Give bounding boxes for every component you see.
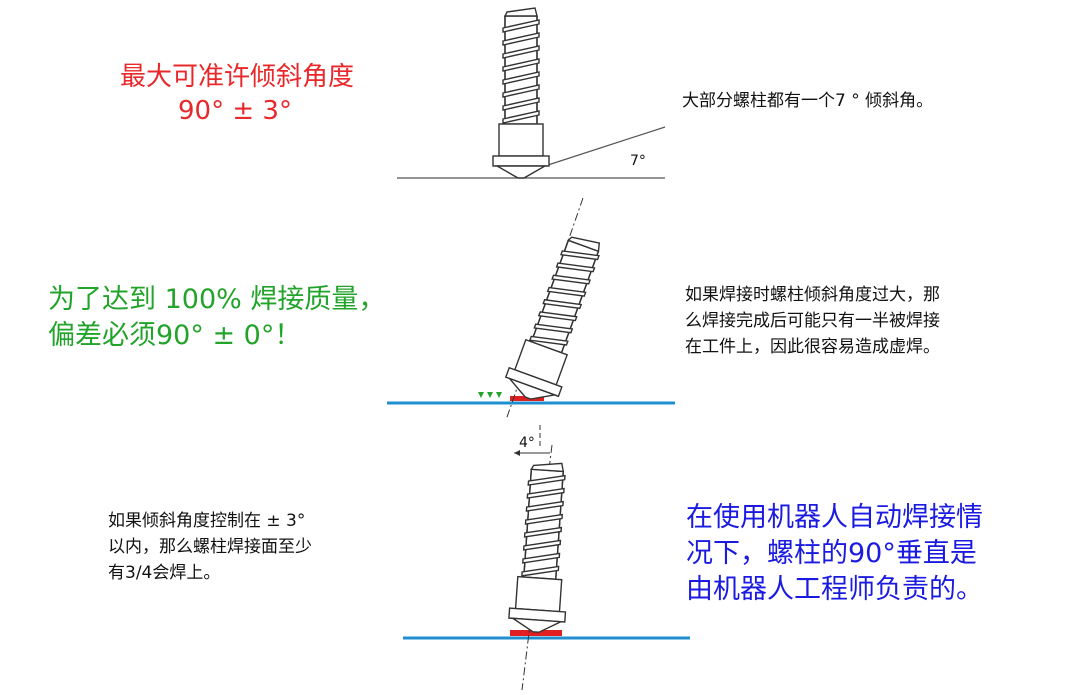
tolerance-note-line3: 有3/4会焊上。 <box>108 563 221 583</box>
quality-requirement-line2: 偏差必须90° ± 0°！ <box>48 320 302 351</box>
excess-tilt-note-line3: 在工件上，因此很容易造成虚焊。 <box>685 337 940 357</box>
stud-tilt-note: 大部分螺柱都有一个7 ° 倾斜角。 <box>682 91 934 111</box>
robot-responsibility-line1: 在使用机器人自动焊接情 <box>686 502 983 533</box>
robot-responsibility-title: 在使用机器人自动焊接情 况下，螺柱的90°垂直是 由机器人工程师负责的。 <box>686 500 1046 608</box>
gap-arrows <box>478 392 502 398</box>
max-tilt-title: 最大可准许倾斜角度 90° ± 3° <box>120 60 400 128</box>
robot-responsibility-line3: 由机器人工程师负责的。 <box>686 574 983 605</box>
stud-upright <box>492 7 550 179</box>
quality-requirement-line1: 为了达到 100% 焊接质量， <box>48 284 386 315</box>
max-tilt-title-line1: 最大可准许倾斜角度 <box>120 62 355 92</box>
mostly-welded-zone <box>510 630 562 636</box>
deviation-angle-label: 4° <box>519 435 535 451</box>
excess-tilt-note-line1: 如果焊接时螺柱倾斜角度过大，那 <box>685 285 940 305</box>
tilt-reference-line <box>547 126 666 166</box>
excess-tilt-note: 如果焊接时螺柱倾斜角度过大，那 么焊接完成后可能只有一半被焊接 在工件上，因此很… <box>685 282 1035 360</box>
partial-weld-zone <box>510 396 544 401</box>
tilt-angle-label: 7° <box>630 153 646 169</box>
tolerance-note-line1: 如果倾斜角度控制在 ± 3° <box>108 511 306 531</box>
robot-responsibility-line2: 况下，螺柱的90°垂直是 <box>686 538 977 569</box>
angle-arrow-head <box>514 450 520 456</box>
stud-tilted-large <box>500 227 614 409</box>
tolerance-note-line2: 以内，那么螺柱焊接面至少 <box>108 537 312 557</box>
quality-requirement-title: 为了达到 100% 焊接质量， 偏差必须90° ± 0°！ <box>48 282 408 354</box>
tolerance-note: 如果倾斜角度控制在 ± 3° 以内，那么螺柱焊接面至少 有3/4会焊上。 <box>108 508 408 586</box>
excess-tilt-note-line2: 么焊接完成后可能只有一半被焊接 <box>685 311 940 331</box>
stud-tilted-small <box>507 459 577 635</box>
max-tilt-title-line2: 90° ± 3° <box>178 96 292 126</box>
